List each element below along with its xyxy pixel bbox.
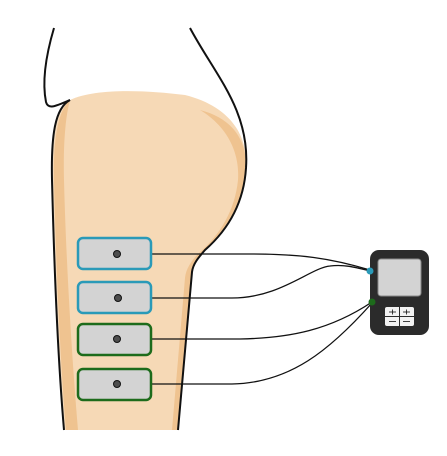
pad-snap-4: [113, 380, 121, 388]
electrode-pads: [76, 236, 153, 402]
leg-outline-back: [177, 167, 247, 431]
pad-snap-2: [114, 294, 122, 302]
thigh-shade-front: [53, 100, 78, 430]
pad-snap-3: [113, 335, 121, 343]
wire-3: [117, 301, 373, 340]
device-button-panel: [385, 307, 414, 326]
device-button-plus-left: [389, 309, 396, 315]
device-screen: [377, 258, 422, 297]
electrode-pad-1: [76, 236, 153, 271]
pad-snap-1: [113, 250, 121, 258]
wire-4: [117, 302, 373, 385]
leg-outline-front: [50, 99, 71, 431]
thigh-shade-back: [172, 110, 247, 430]
wire-2: [118, 264, 371, 299]
wire-1: [117, 253, 371, 271]
torso-outline-front: [43, 27, 71, 108]
buttock-outline: [189, 27, 248, 169]
electrode-pad-2: [76, 280, 153, 315]
electrode-pad-3: [76, 322, 153, 357]
connector-blue-port: [366, 267, 374, 275]
connector-green-port: [368, 298, 376, 306]
tens-unit-icon: [366, 250, 429, 335]
device-button-plus-right: [403, 309, 410, 315]
electrode-wires: [117, 253, 373, 385]
electrode-pad-4: [76, 367, 153, 402]
